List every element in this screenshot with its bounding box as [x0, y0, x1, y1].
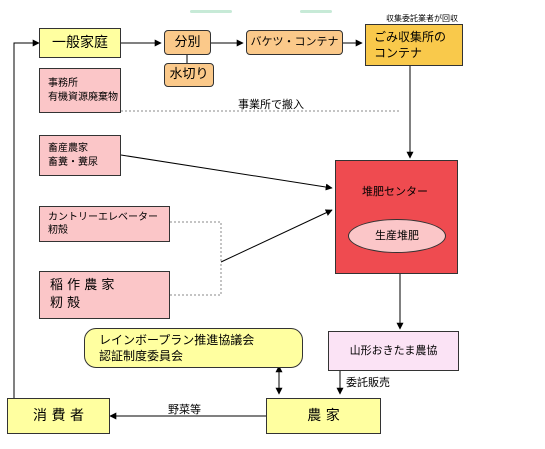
arrow-grain-to-center: [220, 209, 333, 263]
drain-label: 水切り: [169, 67, 209, 83]
rice-farmer-label-line1: 稲 作 農 家: [50, 278, 115, 294]
compost-production-ellipse: 生産堆肥: [348, 219, 446, 253]
bucket-node: バケツ・コンテナ: [246, 30, 343, 55]
council-node: レインボープラン推進協議会 認証制度委員会: [84, 328, 303, 368]
vegetables-label: 野菜等: [168, 403, 201, 416]
office-delivery-label: 事業所で搬入: [238, 98, 304, 111]
dotted-rice-link: [170, 262, 222, 296]
arrow-livestock-to-center: [120, 154, 333, 191]
office-label-line2: 有機資源廃棄物: [48, 91, 118, 103]
office-node: 事務所 有機資源廃棄物: [39, 68, 121, 113]
bucket-label: バケツ・コンテナ: [250, 35, 339, 49]
drain-node: 水切り: [164, 63, 214, 87]
consumer-node: 消 費 者: [7, 398, 110, 434]
livestock-label-line2: 畜糞・糞尿: [48, 156, 98, 168]
livestock-label-line1: 畜産農家: [48, 143, 88, 154]
office-label-line1: 事務所: [48, 78, 78, 89]
rice-farmer-node: 稲 作 農 家 籾 殻: [39, 271, 170, 319]
farmer-label: 農 家: [307, 407, 340, 424]
collection-label-line2: コンテナ: [374, 46, 423, 60]
arrow-consumer-to-household: [13, 39, 40, 398]
okitama-node: 山形おきたま農協: [328, 331, 459, 371]
elevator-node: カントリーエレベーター 籾殻: [39, 206, 170, 242]
council-label-line2: 認証制度委員会: [99, 349, 184, 363]
okitama-label: 山形おきたま農協: [349, 343, 438, 357]
household-node: 一般家庭: [39, 28, 121, 58]
council-label-line1: レインボープラン推進協議会: [99, 332, 255, 347]
consignment-label: 委託販売: [346, 376, 390, 389]
collection-label-line1: ごみ収集所の: [374, 29, 447, 44]
compost-center-node: 堆肥センター 生産堆肥: [335, 160, 458, 274]
livestock-node: 畜産農家 畜糞・糞尿: [39, 135, 121, 176]
farmer-node: 農 家: [266, 398, 381, 434]
consumer-label: 消 費 者: [33, 407, 84, 424]
rice-farmer-label-line2: 籾 殻: [50, 296, 81, 311]
header-decoration-right: [300, 10, 332, 13]
elevator-label-line2: 籾殻: [48, 225, 68, 236]
compost-production-label: 生産堆肥: [375, 228, 419, 242]
compost-center-label: 堆肥センター: [362, 185, 428, 198]
dotted-elevator-link: [170, 221, 222, 262]
collector-label: 収集委託業者が回収: [386, 14, 458, 23]
sorting-label: 分別: [174, 34, 201, 50]
header-decoration-left: [190, 10, 232, 13]
elevator-label-line1: カントリーエレベーター: [48, 211, 158, 223]
household-label: 一般家庭: [52, 34, 108, 51]
collection-node: ごみ収集所の コンテナ: [365, 24, 463, 66]
sorting-node: 分別: [164, 30, 211, 55]
